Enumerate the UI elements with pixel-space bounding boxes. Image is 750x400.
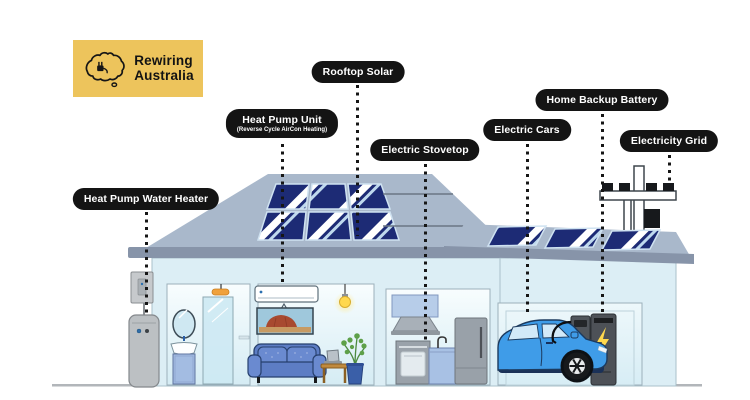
laptop bbox=[324, 349, 342, 364]
kitchen bbox=[385, 288, 491, 386]
garage bbox=[497, 257, 677, 387]
garage-solar-panels bbox=[486, 225, 662, 251]
australia-plug-icon bbox=[85, 51, 125, 87]
callout-home-backup-battery: Home Backup Battery bbox=[535, 89, 669, 111]
callout-label: Rooftop Solar bbox=[322, 66, 394, 78]
callout-label: Electric Cars bbox=[494, 124, 560, 136]
towel-rail bbox=[238, 335, 250, 340]
callout-label: Electricity Grid bbox=[630, 135, 708, 147]
callout-electric-stovetop: Electric Stovetop bbox=[370, 139, 480, 161]
sofa bbox=[247, 343, 327, 383]
range-hood bbox=[391, 316, 440, 335]
callout-heat-pump-unit: Heat Pump Unit (Reverse Cycle AirCon Hea… bbox=[225, 109, 339, 138]
connector-electric-cars bbox=[525, 144, 529, 314]
callout-label: Heat Pump Water Heater bbox=[83, 193, 209, 205]
refrigerator bbox=[454, 317, 488, 385]
pole-transformer bbox=[644, 209, 660, 228]
rooftop-solar-panels bbox=[256, 183, 401, 241]
potted-plant bbox=[341, 333, 367, 385]
electric-stove-oven bbox=[395, 340, 431, 385]
logo-wordmark: Rewiring Australia bbox=[134, 53, 194, 83]
car-wheel bbox=[560, 349, 594, 383]
callout-heat-pump-water-heater: Heat Pump Water Heater bbox=[72, 188, 220, 210]
callout-electricity-grid: Electricity Grid bbox=[619, 130, 719, 152]
shower-head bbox=[211, 288, 230, 296]
connector-electricity-grid bbox=[667, 155, 671, 183]
bathroom-sink bbox=[170, 336, 198, 385]
pendant-light bbox=[334, 284, 356, 314]
callout-label: Heat Pump Unit bbox=[242, 114, 322, 126]
electric-car bbox=[497, 319, 608, 383]
kitchen-cabinet bbox=[391, 294, 439, 318]
callout-rooftop-solar: Rooftop Solar bbox=[311, 61, 405, 83]
charging-cable bbox=[551, 320, 572, 344]
rewiring-australia-logo: Rewiring Australia bbox=[73, 40, 203, 97]
mirror bbox=[172, 309, 196, 339]
heat-pump-aircon-unit bbox=[254, 285, 319, 303]
bathroom bbox=[166, 283, 251, 386]
logo-line1: Rewiring bbox=[134, 53, 193, 69]
callout-electric-cars: Electric Cars bbox=[483, 119, 571, 141]
heat-pump-water-heater-unit bbox=[128, 271, 160, 388]
callout-label: Home Backup Battery bbox=[546, 94, 658, 106]
connector-heat-pump-unit bbox=[280, 144, 284, 286]
connector-home-backup-battery bbox=[600, 114, 604, 316]
logo-line2: Australia bbox=[134, 67, 194, 83]
connector-heat-pump-water-heater bbox=[144, 212, 148, 313]
connector-electric-stovetop bbox=[423, 164, 427, 341]
callout-label: Electric Stovetop bbox=[381, 144, 469, 156]
power-pole bbox=[599, 165, 677, 253]
callout-sublabel: (Reverse Cycle AirCon Heating) bbox=[236, 127, 328, 133]
uluru-painting bbox=[256, 302, 314, 335]
shower-screen bbox=[202, 296, 234, 385]
pole-insulators bbox=[602, 183, 674, 228]
living-room bbox=[247, 283, 375, 386]
connector-rooftop-solar bbox=[355, 85, 359, 236]
